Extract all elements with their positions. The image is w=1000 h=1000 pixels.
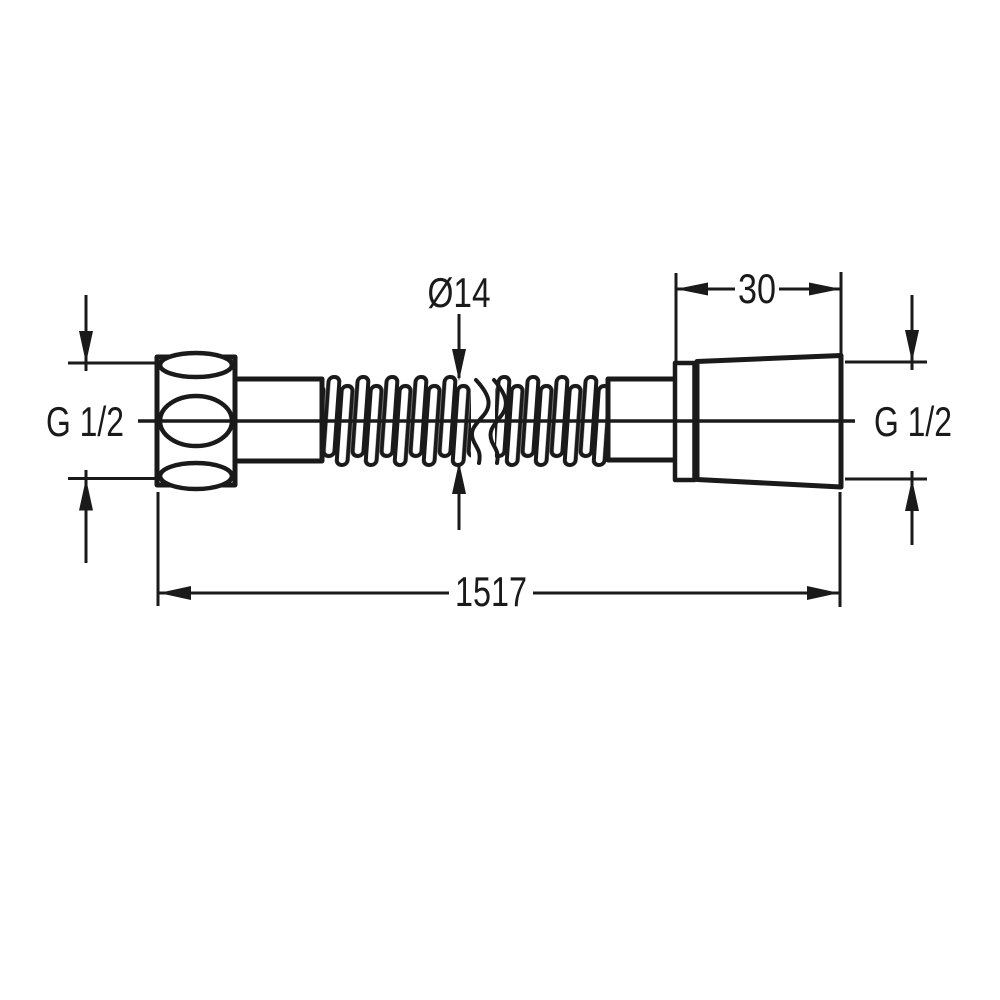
arrowhead-right	[809, 282, 841, 296]
thread-size-label-left: G 1/2	[46, 398, 124, 445]
arrowhead-left	[676, 282, 708, 296]
total-length-label: 1517	[455, 568, 527, 615]
arrowhead-down	[79, 331, 93, 363]
dim-cone-length: 30	[674, 265, 843, 361]
arrowhead-up	[79, 478, 93, 511]
break-edge-left	[469, 378, 491, 465]
cone-length-label: 30	[738, 265, 776, 312]
dim-thread-right: G 1/2	[845, 295, 952, 545]
dim-thread-left: G 1/2	[46, 295, 155, 563]
hex-nut	[154, 350, 238, 492]
arrowhead-up	[905, 479, 919, 511]
arrowhead-down	[452, 349, 466, 381]
arrowhead-right	[807, 586, 839, 600]
hose-diameter-label: Ø14	[428, 269, 491, 316]
dim-total-length: 1517	[156, 492, 842, 615]
break-edge-right	[488, 378, 508, 465]
arrowhead-down	[905, 330, 919, 362]
hex-nut-facet-top	[157, 350, 235, 380]
dim-hose-diameter: Ø14	[428, 269, 491, 530]
hex-nut-facet-bottom	[157, 460, 235, 492]
arrowhead-up	[452, 462, 466, 494]
thread-size-label-right: G 1/2	[874, 398, 952, 445]
arrowhead-left	[159, 586, 191, 600]
